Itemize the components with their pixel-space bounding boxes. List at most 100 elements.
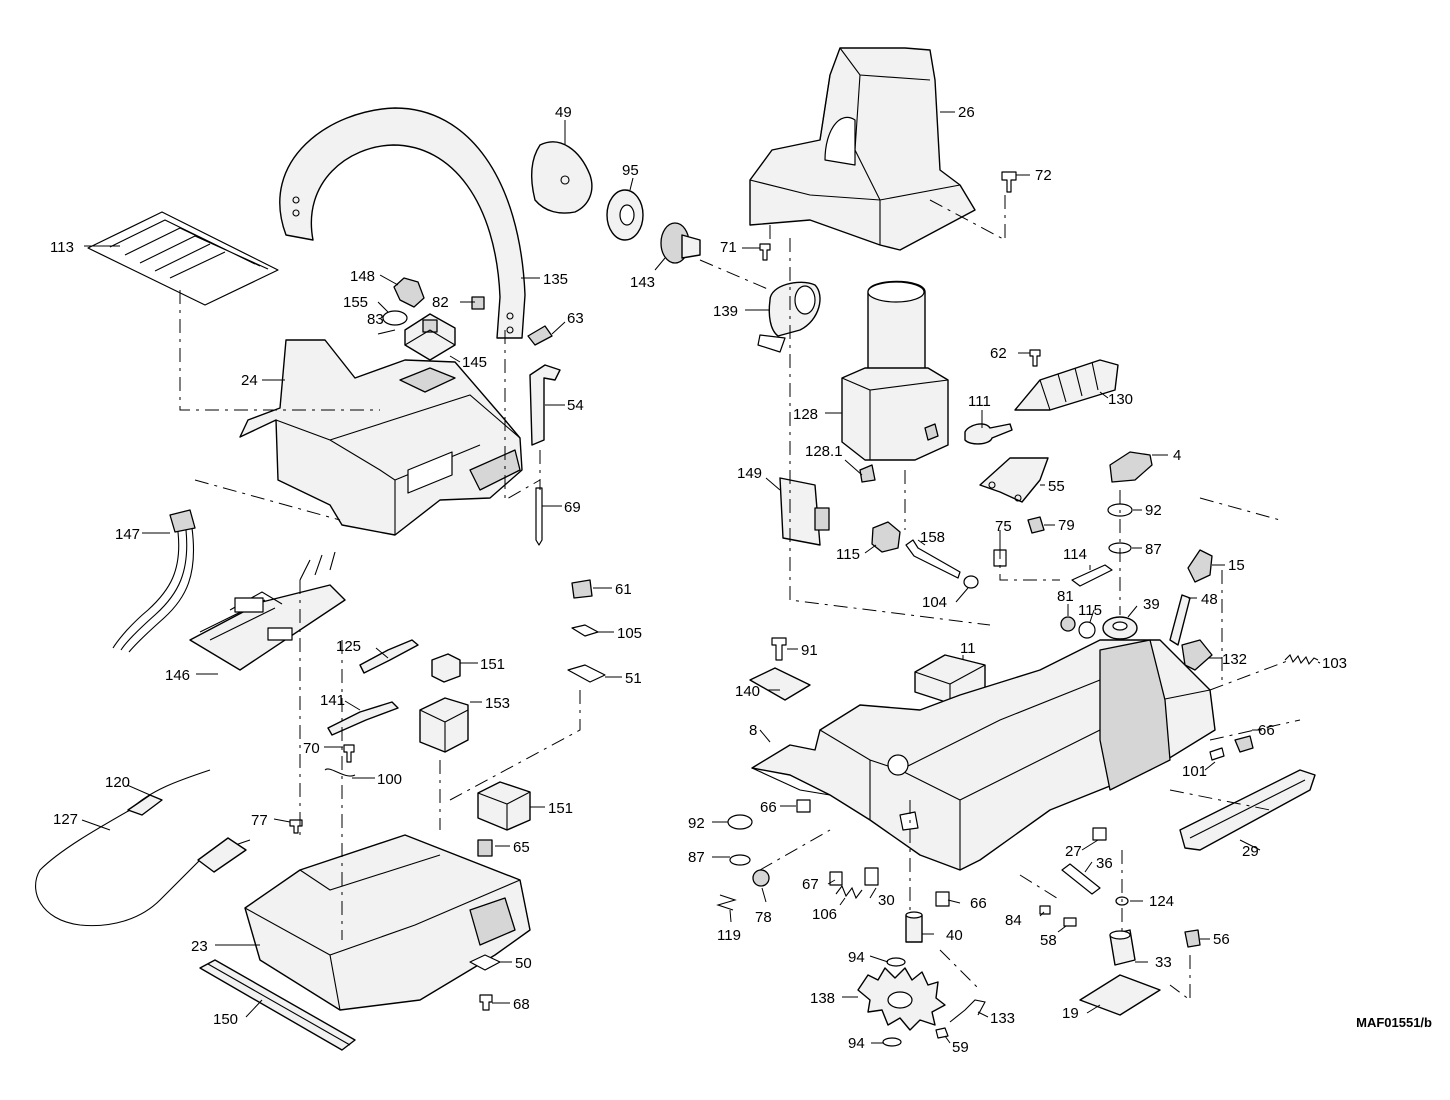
small-screws-lower-left [289,819,493,857]
callout-24: 24 [241,372,258,389]
callout-151: 151 [480,656,505,673]
callout-95: 95 [622,162,639,179]
drawing-code-label: MAF01551/b [1356,1015,1432,1030]
callout-66-right: 66 [1258,722,1275,739]
bracket-55-part [979,457,1049,503]
callout-145: 145 [462,354,487,371]
wire-links [327,639,419,736]
callout-numbers: 113 135 148 155 82 63 83 145 24 54 69 14… [50,104,1347,1056]
callout-23: 23 [191,938,208,955]
callout-100: 100 [377,771,402,788]
spring-103-part [1284,654,1319,666]
cable-chain-part [1014,349,1119,411]
bushing-part [660,222,701,264]
callout-33: 33 [1155,954,1172,971]
roller-bar-part [199,959,356,1051]
gear-assembly [857,911,946,1047]
callout-135: 135 [543,271,568,288]
callout-11: 11 [960,640,976,657]
upper-housing-part [239,339,523,536]
callout-92: 92 [1145,502,1162,519]
callout-113: 113 [50,239,74,256]
rail-29-part [1179,769,1316,851]
pedal-assembly [1079,929,1201,1016]
callout-36: 36 [1096,855,1113,872]
callout-15: 15 [1228,557,1245,574]
callout-128: 128 [793,406,818,423]
callout-54: 54 [567,397,584,414]
callout-55: 55 [1048,478,1065,495]
callout-124: 124 [1149,893,1174,910]
callout-158: 158 [920,529,945,546]
callout-40: 40 [946,927,963,944]
callout-150: 150 [213,1011,238,1028]
callout-61: 61 [615,581,632,598]
callout-148: 148 [350,268,375,285]
callout-30: 30 [878,892,895,909]
motor-part [841,280,949,483]
circuit-board-part [189,551,346,671]
callout-105: 105 [617,625,642,642]
plate-and-screw [469,954,501,1011]
block-part [477,781,531,831]
callout-63: 63 [567,310,584,327]
callout-84: 84 [1005,912,1022,929]
callout-151-lower: 151 [548,800,573,817]
relay-parts [419,653,469,753]
callout-139: 139 [713,303,738,320]
switch-parts [377,277,456,361]
callout-146: 146 [165,667,190,684]
lower-housing-part [244,834,531,1011]
callout-82: 82 [432,294,449,311]
callout-153: 153 [485,695,510,712]
callout-66: 66 [760,799,777,816]
callout-26: 26 [958,104,975,121]
callout-155: 155 [343,294,368,311]
power-cord-part [35,769,251,927]
wire-harness-part [112,509,196,653]
levers [1071,549,1213,646]
label-sheet-part [87,211,279,306]
callout-50: 50 [515,955,532,972]
callout-106: 106 [812,906,837,923]
callout-56: 56 [1213,931,1230,948]
callout-132: 132 [1222,651,1247,668]
callout-71: 71 [720,239,737,256]
callout-87: 87 [1145,541,1162,558]
callout-130: 130 [1108,391,1133,408]
callout-59: 59 [952,1039,969,1056]
callout-120: 120 [105,774,130,791]
bracket-stack [567,579,606,683]
callout-91: 91 [801,642,818,659]
callout-49: 49 [555,104,572,121]
small-fasteners-upper-left [471,296,553,346]
callout-140: 140 [735,683,760,700]
spring-133-screw-59 [935,999,986,1039]
callout-115-lower: 115 [1078,602,1102,619]
nut-bolt-washer [871,521,979,589]
screw-91-bracket-140 [749,637,811,701]
bearing-part [606,189,644,241]
callout-104: 104 [922,594,947,611]
callout-4: 4 [1173,447,1181,464]
callout-75: 75 [995,518,1012,535]
callout-81: 81 [1057,588,1074,605]
callout-19: 19 [1062,1005,1079,1022]
callout-39: 39 [1143,596,1160,613]
callout-72: 72 [1035,167,1052,184]
callout-133: 133 [990,1010,1015,1027]
callout-111: 111 [968,393,991,410]
callout-29: 29 [1242,843,1259,860]
callout-77: 77 [251,812,268,829]
screws-right [1209,735,1254,761]
callout-114: 114 [1063,546,1087,563]
motor-cover-part [749,47,976,251]
callout-87-lower: 87 [688,849,705,866]
callout-62: 62 [990,345,1007,362]
lower-small-parts [716,799,1129,927]
callout-138: 138 [810,990,835,1007]
callout-125: 125 [336,638,361,655]
callout-69: 69 [564,499,581,516]
